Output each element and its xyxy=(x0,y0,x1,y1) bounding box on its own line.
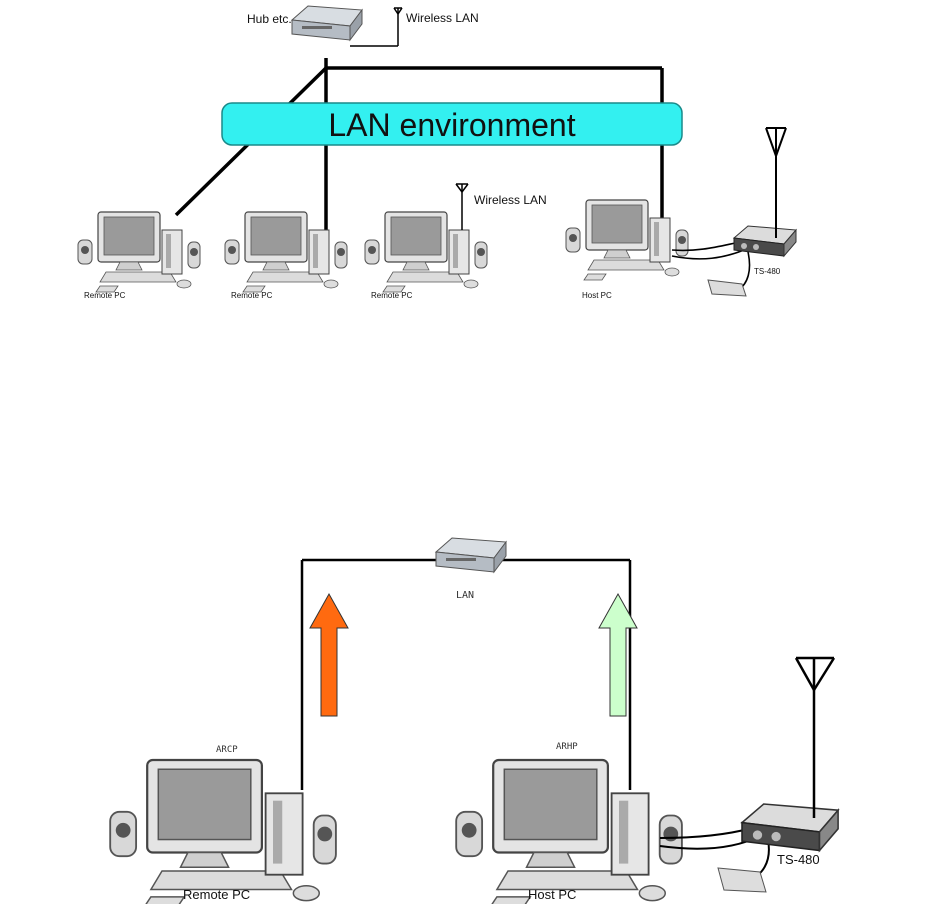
lan-label: LAN xyxy=(456,590,474,601)
hub-wireless-label: Wireless LAN xyxy=(406,11,479,25)
arrow-host-upload-icon xyxy=(598,592,638,717)
host-pc xyxy=(565,199,689,281)
top-diagram: Hub etc. Wireless LAN LAN environment Re… xyxy=(77,5,797,300)
radio-antenna-icon-top xyxy=(765,127,787,239)
remote-pc-3-label: Remote PC xyxy=(371,291,413,300)
radio-ts480-bottom-label: TS-480 xyxy=(777,852,820,867)
pc-wireless-antenna-icon xyxy=(455,183,469,230)
pc-wireless-label: Wireless LAN xyxy=(474,193,547,207)
host-pc-label: Host PC xyxy=(582,291,612,300)
remote-pc-2-label: Remote PC xyxy=(231,291,273,300)
radio-ts480-top-label: TS-480 xyxy=(754,267,781,276)
lan-environment-text: LAN environment xyxy=(328,107,575,143)
microphone-bottom xyxy=(717,867,767,893)
hub-label: Hub etc. xyxy=(247,12,292,26)
hub-wireless-antenna-icon xyxy=(350,7,403,47)
remote-software-label: ARCP xyxy=(216,745,238,755)
remote-pc-large-label: Remote PC xyxy=(183,887,250,902)
radio-ts480-top xyxy=(733,225,797,257)
arrow-remote-upload-icon xyxy=(309,592,349,717)
host-pc-large-label: Host PC xyxy=(528,887,576,902)
host-software-label: ARHP xyxy=(556,742,578,752)
radio-antenna-icon-bottom xyxy=(794,656,836,818)
hub-device xyxy=(291,5,363,41)
lan-hub-bottom xyxy=(435,537,507,573)
bottom-diagram: LAN ARCP Remote PC ARHP Host PC xyxy=(109,537,839,904)
host-pc-large xyxy=(455,758,684,904)
radio-ts480-bottom xyxy=(741,803,839,852)
remote-pc-3 xyxy=(364,211,488,293)
remote-pc-2 xyxy=(224,211,348,293)
remote-pc-1 xyxy=(77,211,201,293)
microphone-top xyxy=(707,279,747,297)
remote-pc-1-label: Remote PC xyxy=(84,291,126,300)
lan-environment-banner: LAN environment xyxy=(221,102,683,146)
